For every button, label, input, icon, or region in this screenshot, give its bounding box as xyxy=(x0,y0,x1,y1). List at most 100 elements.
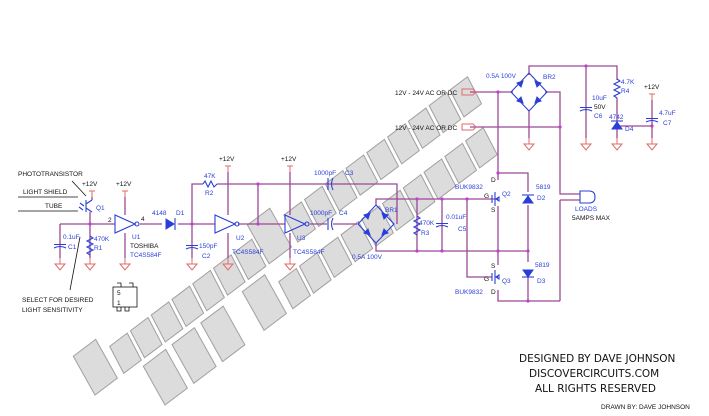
pkg-1-label: 1 xyxy=(117,300,121,307)
tc-label: TC4S584F xyxy=(130,252,161,259)
r1-label: R1 xyxy=(94,245,103,252)
mosfet-q3: BUK9832 Q3 SGD xyxy=(455,263,511,296)
ac-input-connectors: 12V - 24V AC OR DC 12V - 24V AC OR DC xyxy=(395,88,477,132)
q-part-label: BUK9832 xyxy=(455,289,483,296)
q-part-label: BUK9832 xyxy=(455,184,483,191)
c5-val-label: 0.01uF xyxy=(446,214,466,221)
loads-label: LOADS xyxy=(575,206,598,213)
c2-val-label: 150pF xyxy=(199,243,217,250)
phototransistor-q1: PHOTOTRANSISTOR LIGHT SHIELD TUBE Q1 SEL… xyxy=(18,171,105,314)
rights-credit: ALL RIGHTS RESERVED xyxy=(535,383,656,395)
d-part-label: 5819 xyxy=(536,184,551,191)
c3-val-label: 1000pF xyxy=(314,170,336,177)
br-rating-label: 0.5A 100V xyxy=(352,254,383,261)
pin-g-label: G xyxy=(484,193,489,200)
light-shield-label: LIGHT SHIELD xyxy=(23,189,68,196)
resistor-r2: 47K R2 xyxy=(202,173,218,197)
c6-val-label: 10uF xyxy=(592,95,607,102)
r3-label: R3 xyxy=(421,230,430,237)
select-1-label: SELECT FOR DESIRED xyxy=(22,297,94,304)
pin-d-label: D xyxy=(491,289,496,296)
c2-label: C2 xyxy=(202,253,211,260)
vcc-label: +12V xyxy=(116,181,132,188)
ac-in-label: 12V - 24V AC OR DC xyxy=(395,125,457,132)
tc-label: TC4S584F xyxy=(232,249,263,256)
resistor-r4: 4.7K R4 xyxy=(613,78,635,99)
diode-d1: 4148 D1 xyxy=(152,210,185,230)
d3-label: D3 xyxy=(537,278,546,285)
c4-label: C4 xyxy=(339,210,348,217)
d1-label: D1 xyxy=(176,210,185,217)
r2-label: R2 xyxy=(205,190,214,197)
pkg-5-label: 5 xyxy=(117,290,121,297)
supply-rails: +12V +12V +12V +12V +12V xyxy=(82,84,660,258)
r4-val-label: 4.7K xyxy=(621,79,635,86)
capacitor-c4: 1000pF C4 xyxy=(310,210,348,231)
tube-label: TUBE xyxy=(45,203,63,210)
ac-in-label: 12V - 24V AC OR DC xyxy=(395,90,457,97)
capacitor-c3: 1000pF C3 xyxy=(314,170,354,191)
u2-label: U2 xyxy=(236,235,245,242)
d-part-label: 5819 xyxy=(535,262,550,269)
phototransistor-label: PHOTOTRANSISTOR xyxy=(18,171,83,178)
toshiba-label: TOSHIBA xyxy=(130,243,159,250)
c5-label: C5 xyxy=(458,226,467,233)
c6-v-label: 50V xyxy=(594,104,606,111)
pin-g-label: G xyxy=(484,276,489,283)
pin2-label: 2 xyxy=(108,217,112,224)
wires xyxy=(59,65,653,302)
br1-label: BR1 xyxy=(385,207,398,214)
vcc-label: +12V xyxy=(82,181,98,188)
vcc-label: +12V xyxy=(219,156,235,163)
r4-label: R4 xyxy=(621,88,630,95)
site-credit: DISCOVERCIRCUITS.COM xyxy=(529,368,659,380)
drawn-by-credit: DRAWN BY: DAVE JOHNSON xyxy=(601,404,690,411)
q1-label: Q1 xyxy=(96,205,105,212)
capacitor-c2: 150pF C2 xyxy=(185,243,217,260)
capacitor-c7: 4.7uF C7 xyxy=(645,110,676,127)
credits: DESIGNED BY DAVE JOHNSON DISCOVERCIRCUIT… xyxy=(519,353,690,411)
pin-d-label: D xyxy=(491,177,496,184)
pin-s-label: S xyxy=(491,207,496,214)
designer-credit: DESIGNED BY DAVE JOHNSON xyxy=(519,353,675,365)
c4-val-label: 1000pF xyxy=(310,210,332,217)
d4-val-label: 4742 xyxy=(609,114,624,121)
c7-label: C7 xyxy=(663,120,672,127)
br2-label: BR2 xyxy=(543,74,556,81)
br-rating-label: 0.5A 100V xyxy=(486,73,517,80)
vcc-label: +12V xyxy=(281,156,297,163)
pin-s-label: S xyxy=(491,263,496,270)
q3-label: Q3 xyxy=(502,278,511,285)
loads-max-label: 5AMPS MAX xyxy=(572,215,611,222)
bridge-br2: 0.5A 100V BR2 xyxy=(486,72,556,112)
vcc-label: +12V xyxy=(644,84,660,91)
c1-label: C1 xyxy=(68,244,77,251)
select-2-label: LIGHT SENSITIVITY xyxy=(22,307,83,314)
r2-val-label: 47K xyxy=(204,173,216,180)
c3-label: C3 xyxy=(345,170,354,177)
d1-val-label: 4148 xyxy=(152,210,167,217)
q2-label: Q2 xyxy=(502,191,511,198)
resistor-r1: 470K R1 xyxy=(86,235,110,256)
ic-package-sketch: 51 xyxy=(112,282,138,312)
u1-label: U1 xyxy=(132,234,141,241)
capacitor-c5: 0.01uF C5 xyxy=(435,214,467,233)
d4-label: D4 xyxy=(625,126,634,133)
r1-val-label: 470K xyxy=(94,236,110,243)
capacitor-c1: 0.1uF C1 xyxy=(53,234,80,251)
junction-dots xyxy=(88,64,654,303)
d2-label: D2 xyxy=(537,195,546,202)
c1-val-label: 0.1uF xyxy=(63,234,80,241)
loads-connector: LOADS 5AMPS MAX xyxy=(572,190,611,222)
c7-val-label: 4.7uF xyxy=(659,110,676,117)
